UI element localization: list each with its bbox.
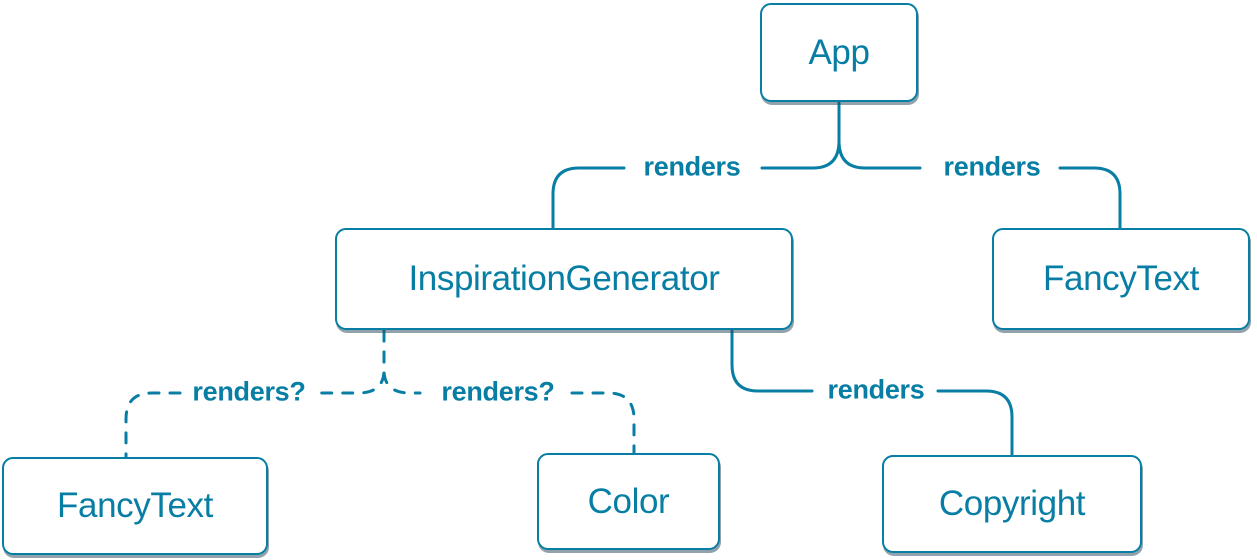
edge-label-inspirationgenerator-color: renders? [441,376,555,407]
edge-label-app-fancytext: renders [943,151,1041,182]
edge-inspirationgenerator-to-copyright [730,329,1014,458]
node-copyright-label: Copyright [938,484,1086,523]
node-copyright: Copyright [882,455,1142,553]
edge-label-inspirationgenerator-copyright: renders [827,374,925,405]
edge-app-to-fancytext [837,101,1122,231]
node-app: App [760,3,918,102]
node-color-label: Color [587,481,670,521]
node-fancy-text-top-label: FancyText [1043,259,1199,298]
node-fancy-text-bottom: FancyText [2,457,268,555]
node-inspiration-generator: InspirationGenerator [335,228,793,330]
node-fancy-text-top: FancyText [992,228,1250,330]
node-inspiration-generator-label: InspirationGenerator [408,259,720,298]
node-app-label: App [808,32,870,72]
edge-label-inspirationgenerator-fancytext: renders? [192,376,306,407]
edge-inspirationgenerator-to-fancytext [124,329,386,459]
edge-label-app-inspirationgenerator: renders [643,151,741,182]
node-color: Color [537,453,720,550]
node-fancy-text-bottom-label: FancyText [57,486,213,525]
